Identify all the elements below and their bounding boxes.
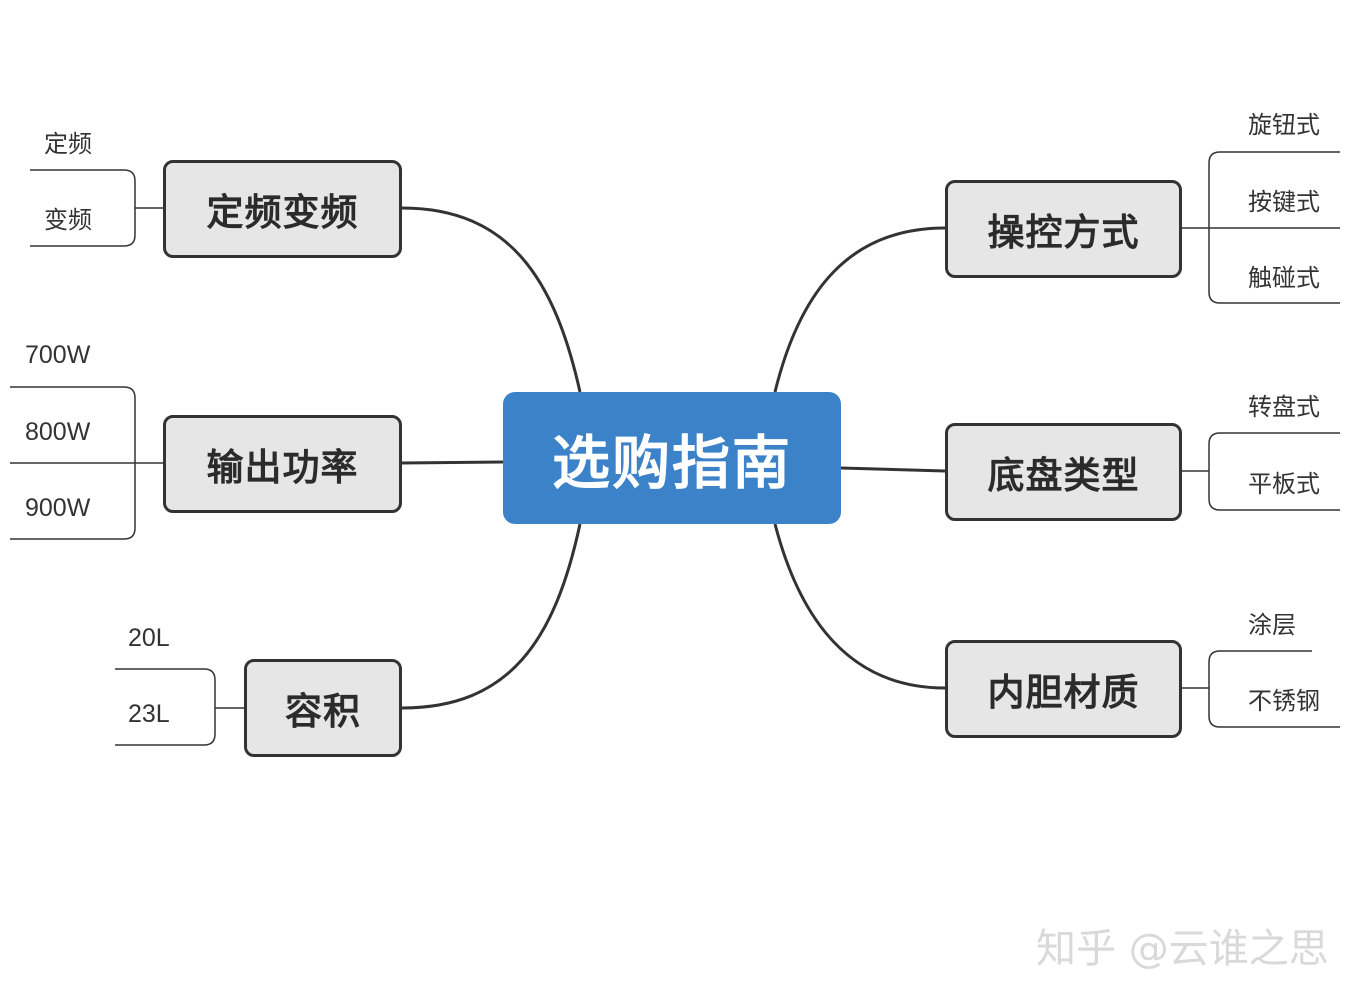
branch-label: 操控方式 [987,211,1140,254]
bracket-control [1181,151,1340,304]
branch-label: 容积 [285,690,361,733]
leaf-dingpin[interactable]: 定频 [44,130,92,158]
bracket-dingpin [30,169,163,247]
connector-center-to-liner [773,523,946,690]
watermark: 知乎 @云谁之思 [1036,926,1329,972]
leaf-23l[interactable]: 23L [128,700,170,728]
bracket-liner [1181,650,1340,728]
bracket-power [10,386,163,540]
bracket-volume [115,668,244,746]
connector-center-to-volume [401,523,582,710]
branch-dingpin-bianpin[interactable]: 定频变频 [163,160,402,258]
branch-base-type[interactable]: 底盘类型 [945,423,1182,521]
leaf-button[interactable]: 按键式 [1248,188,1320,216]
leaf-stainless-steel[interactable]: 不锈钢 [1248,687,1320,715]
branch-label: 定频变频 [206,191,359,234]
connector-center-to-dingpin [401,206,582,393]
branch-control-method[interactable]: 操控方式 [945,180,1182,278]
bracket-base [1181,432,1340,511]
leaf-touch[interactable]: 触碰式 [1248,264,1320,292]
leaf-coating[interactable]: 涂层 [1248,611,1296,639]
branch-label: 输出功率 [206,446,359,489]
leaf-800w[interactable]: 800W [25,418,91,446]
branch-label: 内胆材质 [987,671,1140,714]
connector-center-to-control [773,226,946,393]
central-topic[interactable]: 选购指南 [503,392,841,524]
branch-label: 底盘类型 [987,454,1140,497]
leaf-20l[interactable]: 20L [128,624,170,652]
branch-liner-material[interactable]: 内胆材质 [945,640,1182,738]
leaf-flatbed[interactable]: 平板式 [1248,470,1320,498]
leaf-bianpin[interactable]: 变频 [44,206,92,234]
leaf-900w[interactable]: 900W [25,494,91,522]
central-topic-label: 选购指南 [551,429,792,497]
leaf-700w[interactable]: 700W [25,341,91,369]
leaf-knob[interactable]: 旋钮式 [1248,111,1320,139]
connector-center-to-power [401,460,504,465]
branch-output-power[interactable]: 输出功率 [163,415,402,513]
leaf-turntable[interactable]: 转盘式 [1248,393,1320,421]
branch-volume[interactable]: 容积 [244,659,402,757]
connector-center-to-base [840,466,946,473]
